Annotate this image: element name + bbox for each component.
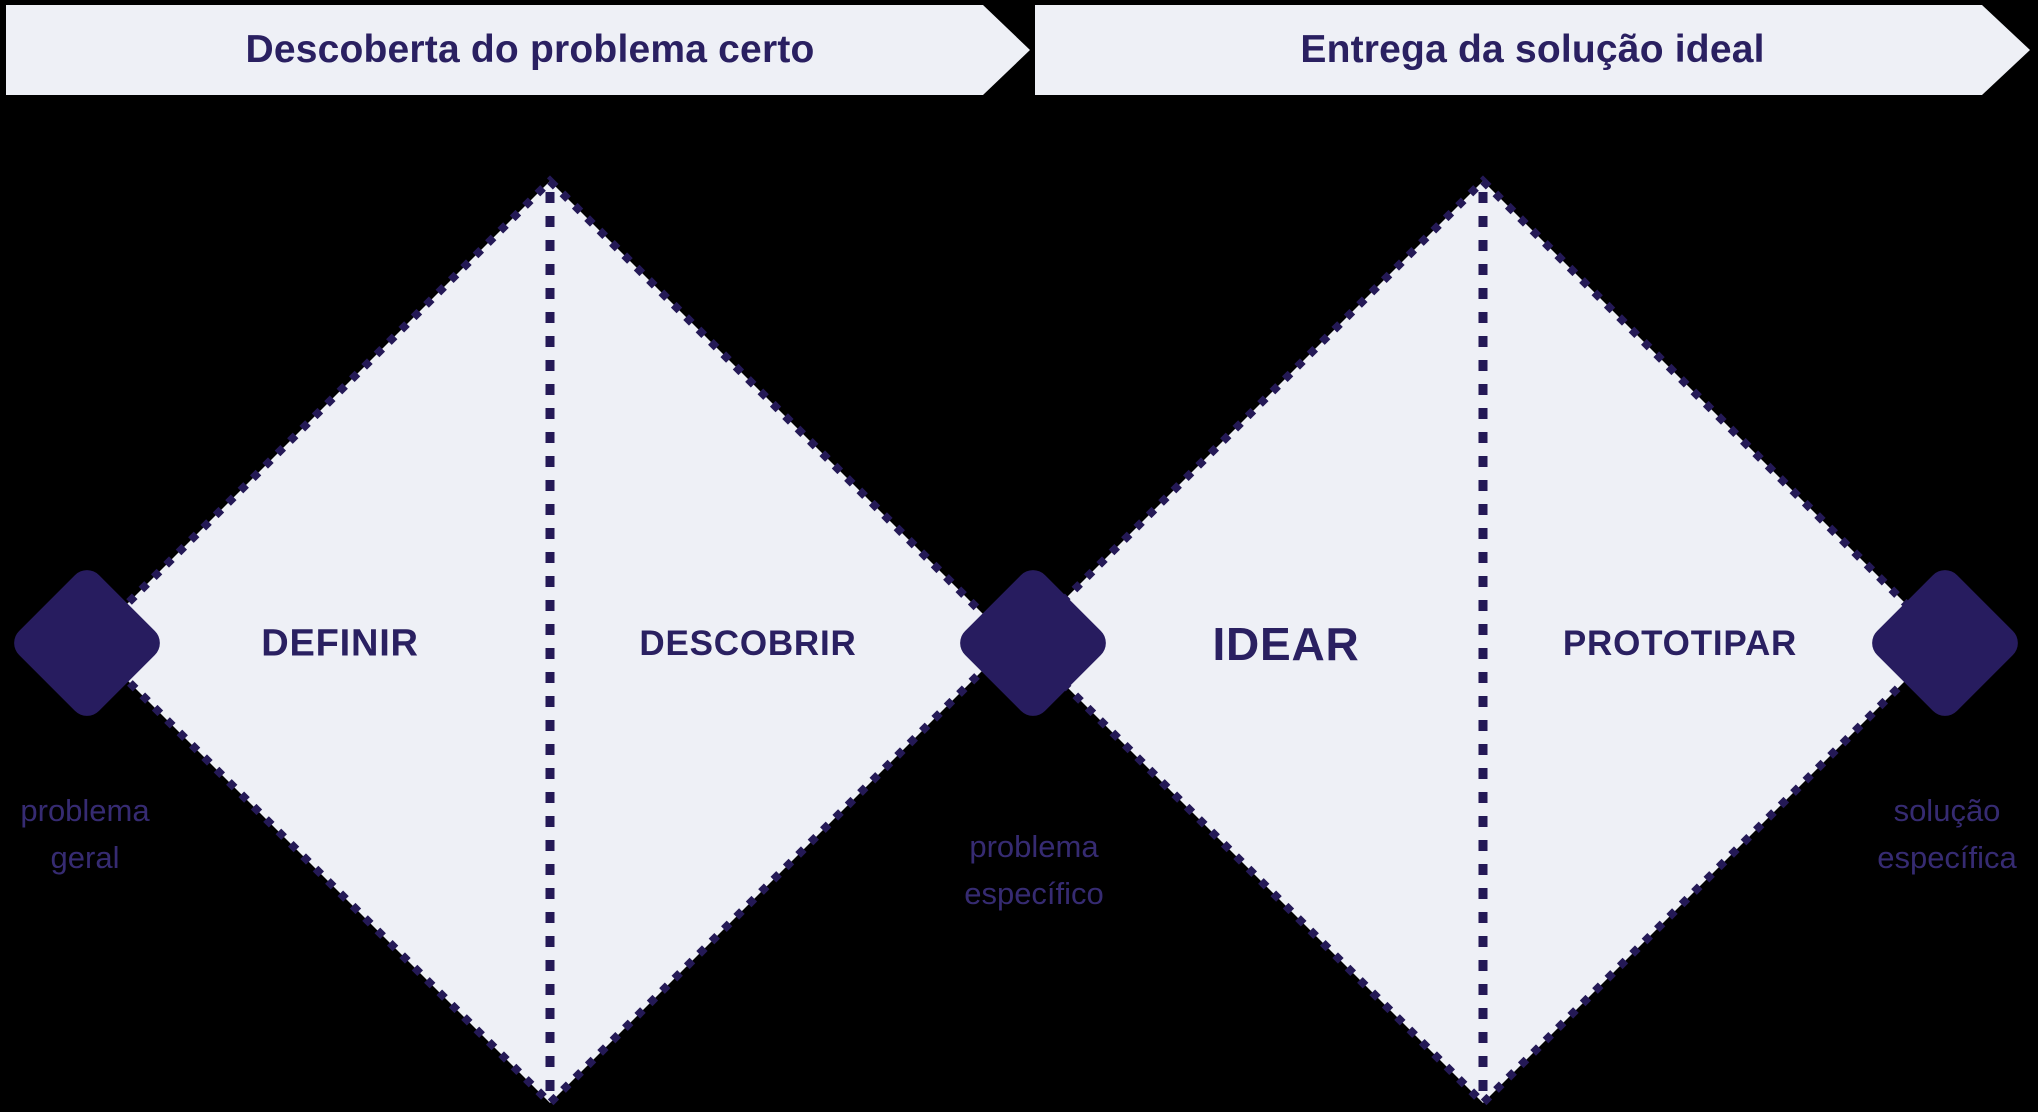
- phase-label-definir: DEFINIR: [261, 622, 419, 665]
- milestone-caption-middle-line1: problema: [969, 829, 1099, 864]
- milestone-caption-end-line1: solução: [1893, 793, 2001, 828]
- banner-arrow-delivery: [1035, 5, 2030, 95]
- milestone-caption-start: problema geral: [20, 787, 149, 881]
- milestone-caption-middle-line2: específico: [964, 876, 1104, 911]
- milestone-caption-end: solução específica: [1877, 787, 2017, 881]
- milestone-diamond-start: [14, 570, 160, 716]
- phase-label-idear: IDEAR: [1212, 618, 1360, 670]
- milestone-caption-start-line1: problema: [20, 793, 150, 828]
- diamond-delivery: [1016, 175, 1950, 1109]
- milestone-diamond-middle: [960, 570, 1106, 716]
- phase-label-descobrir: DESCOBRIR: [639, 624, 857, 663]
- banner-arrow-discovery: [6, 5, 1030, 95]
- phase-label-prototipar: PROTOTIPAR: [1562, 624, 1798, 663]
- milestone-caption-end-line2: específica: [1877, 840, 2017, 875]
- diamond-discovery: [83, 175, 1017, 1109]
- milestone-diamond-end: [1872, 570, 2018, 716]
- milestone-caption-start-line2: geral: [50, 840, 120, 875]
- milestone-caption-middle: problema específico: [964, 823, 1104, 917]
